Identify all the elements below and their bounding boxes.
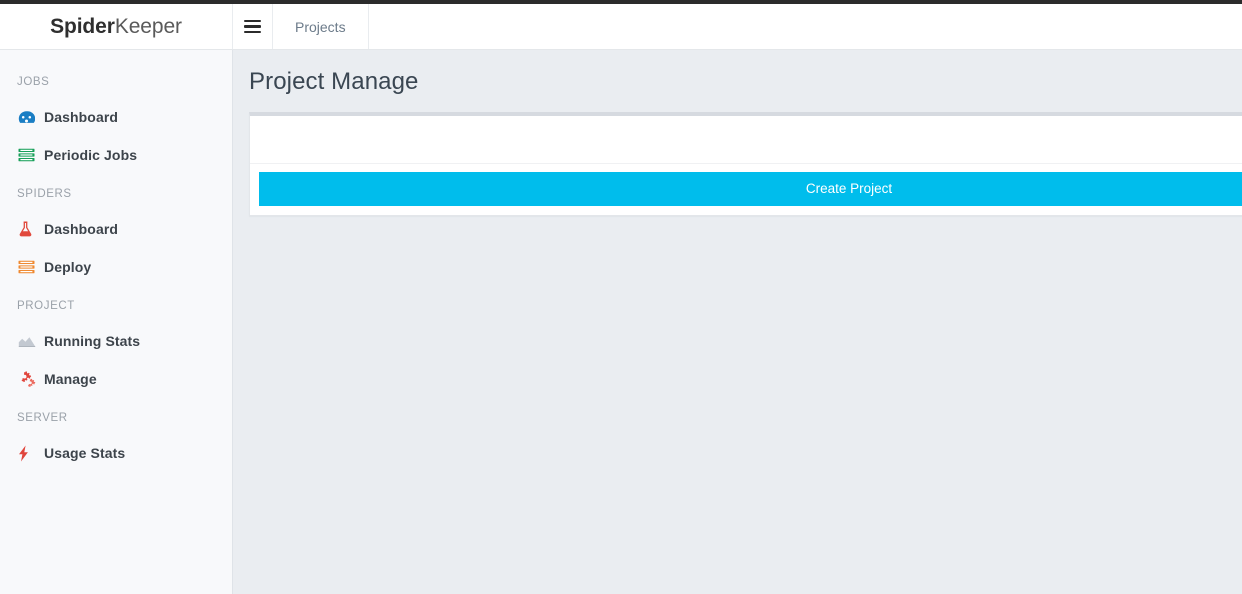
sidebar-toggle-button[interactable]: [233, 4, 273, 49]
sidebar-label: Usage Stats: [44, 445, 126, 461]
sidebar-heading-project: PROJECT: [17, 300, 75, 312]
nav-link-projects[interactable]: Projects: [273, 4, 369, 49]
project-list-empty-area: [250, 116, 1242, 164]
top-accent-strip: [0, 0, 1242, 4]
navbar-links: Projects: [273, 4, 369, 49]
brand-name-bold: Spider: [50, 14, 115, 38]
sidebar: JOBS Dashboard: [0, 50, 233, 594]
sidebar-label: Dashboard: [44, 109, 119, 125]
bolt-icon: [18, 445, 44, 462]
sidebar-item-periodic-jobs[interactable]: Periodic Jobs: [0, 136, 232, 174]
hamburger-icon: [244, 20, 261, 33]
page-title: Project Manage: [249, 68, 419, 95]
area-chart-icon: [18, 335, 44, 348]
create-project-button[interactable]: Create Project: [259, 172, 1242, 206]
sidebar-label: Running Stats: [44, 333, 141, 349]
sidebar-heading-spiders: SPIDERS: [17, 188, 72, 200]
main-content: Project Manage Create Project: [233, 50, 1242, 594]
sidebar-label: Deploy: [44, 259, 92, 275]
card-footer: Create Project: [250, 164, 1242, 215]
sidebar-item-spiders-dashboard[interactable]: Dashboard: [0, 210, 232, 248]
sidebar-label: Manage: [44, 371, 97, 387]
sidebar-item-usage-stats[interactable]: Usage Stats: [0, 434, 232, 472]
sidebar-item-running-stats[interactable]: Running Stats: [0, 322, 232, 360]
brand-name-light: Keeper: [114, 14, 182, 38]
sidebar-item-manage[interactable]: Manage: [0, 360, 232, 398]
gears-icon: [18, 371, 44, 387]
dashboard-icon: [18, 110, 44, 125]
flask-icon: [18, 221, 44, 237]
sidebar-label: Dashboard: [44, 221, 119, 237]
sidebar-heading-jobs: JOBS: [17, 76, 50, 88]
list-lines-icon: [18, 148, 44, 162]
server-icon: [18, 260, 44, 274]
project-list-card: Create Project: [249, 112, 1242, 216]
sidebar-label: Periodic Jobs: [44, 147, 138, 163]
sidebar-item-jobs-dashboard[interactable]: Dashboard: [0, 98, 232, 136]
sidebar-item-deploy[interactable]: Deploy: [0, 248, 232, 286]
sidebar-heading-server: SERVER: [17, 412, 68, 424]
